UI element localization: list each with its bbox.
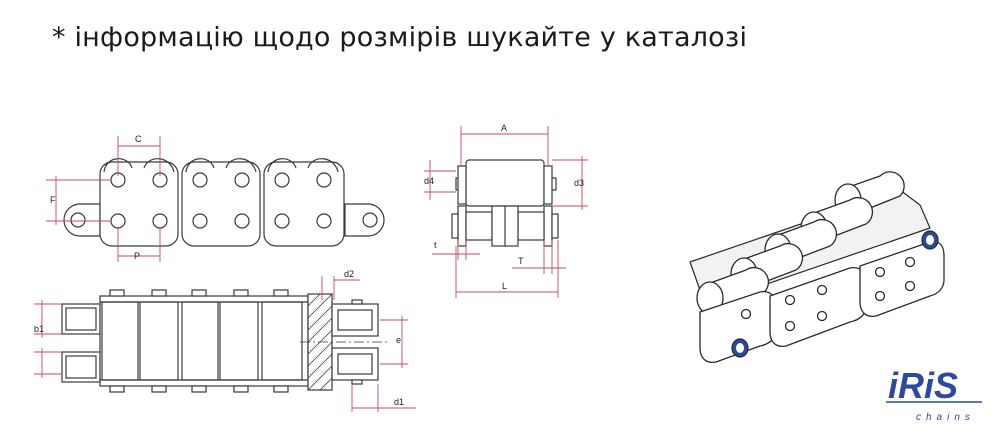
dim-label-l: L	[502, 281, 507, 291]
side-view-drawing: C P F	[46, 134, 385, 262]
catalog-note: * інформацію щодо розмірів шукайте у кат…	[52, 22, 748, 53]
dim-label-d2: d2	[344, 269, 354, 279]
dim-label-p: P	[134, 251, 140, 261]
logo-sub: chains	[916, 412, 975, 423]
top-view-drawing: d2 b1 e d1	[34, 269, 416, 412]
dim-label-t: t	[434, 240, 437, 250]
dim-label-b1: b1	[34, 324, 44, 334]
dim-label-d4: d4	[424, 176, 434, 186]
isometric-chain-drawing	[689, 171, 945, 364]
dim-label-T: T	[518, 256, 524, 266]
iris-logo: iRiS chains	[886, 365, 982, 423]
dim-label-a: A	[501, 123, 507, 133]
dim-label-d1: d1	[394, 397, 404, 407]
dim-label-e: e	[396, 335, 401, 345]
logo-word: iRiS	[888, 365, 958, 406]
dim-label-f: F	[50, 195, 56, 205]
dim-label-d3: d3	[574, 178, 584, 188]
dim-label-c: C	[135, 134, 142, 144]
cross-section-drawing: A d4 d3 t T L	[424, 123, 588, 298]
